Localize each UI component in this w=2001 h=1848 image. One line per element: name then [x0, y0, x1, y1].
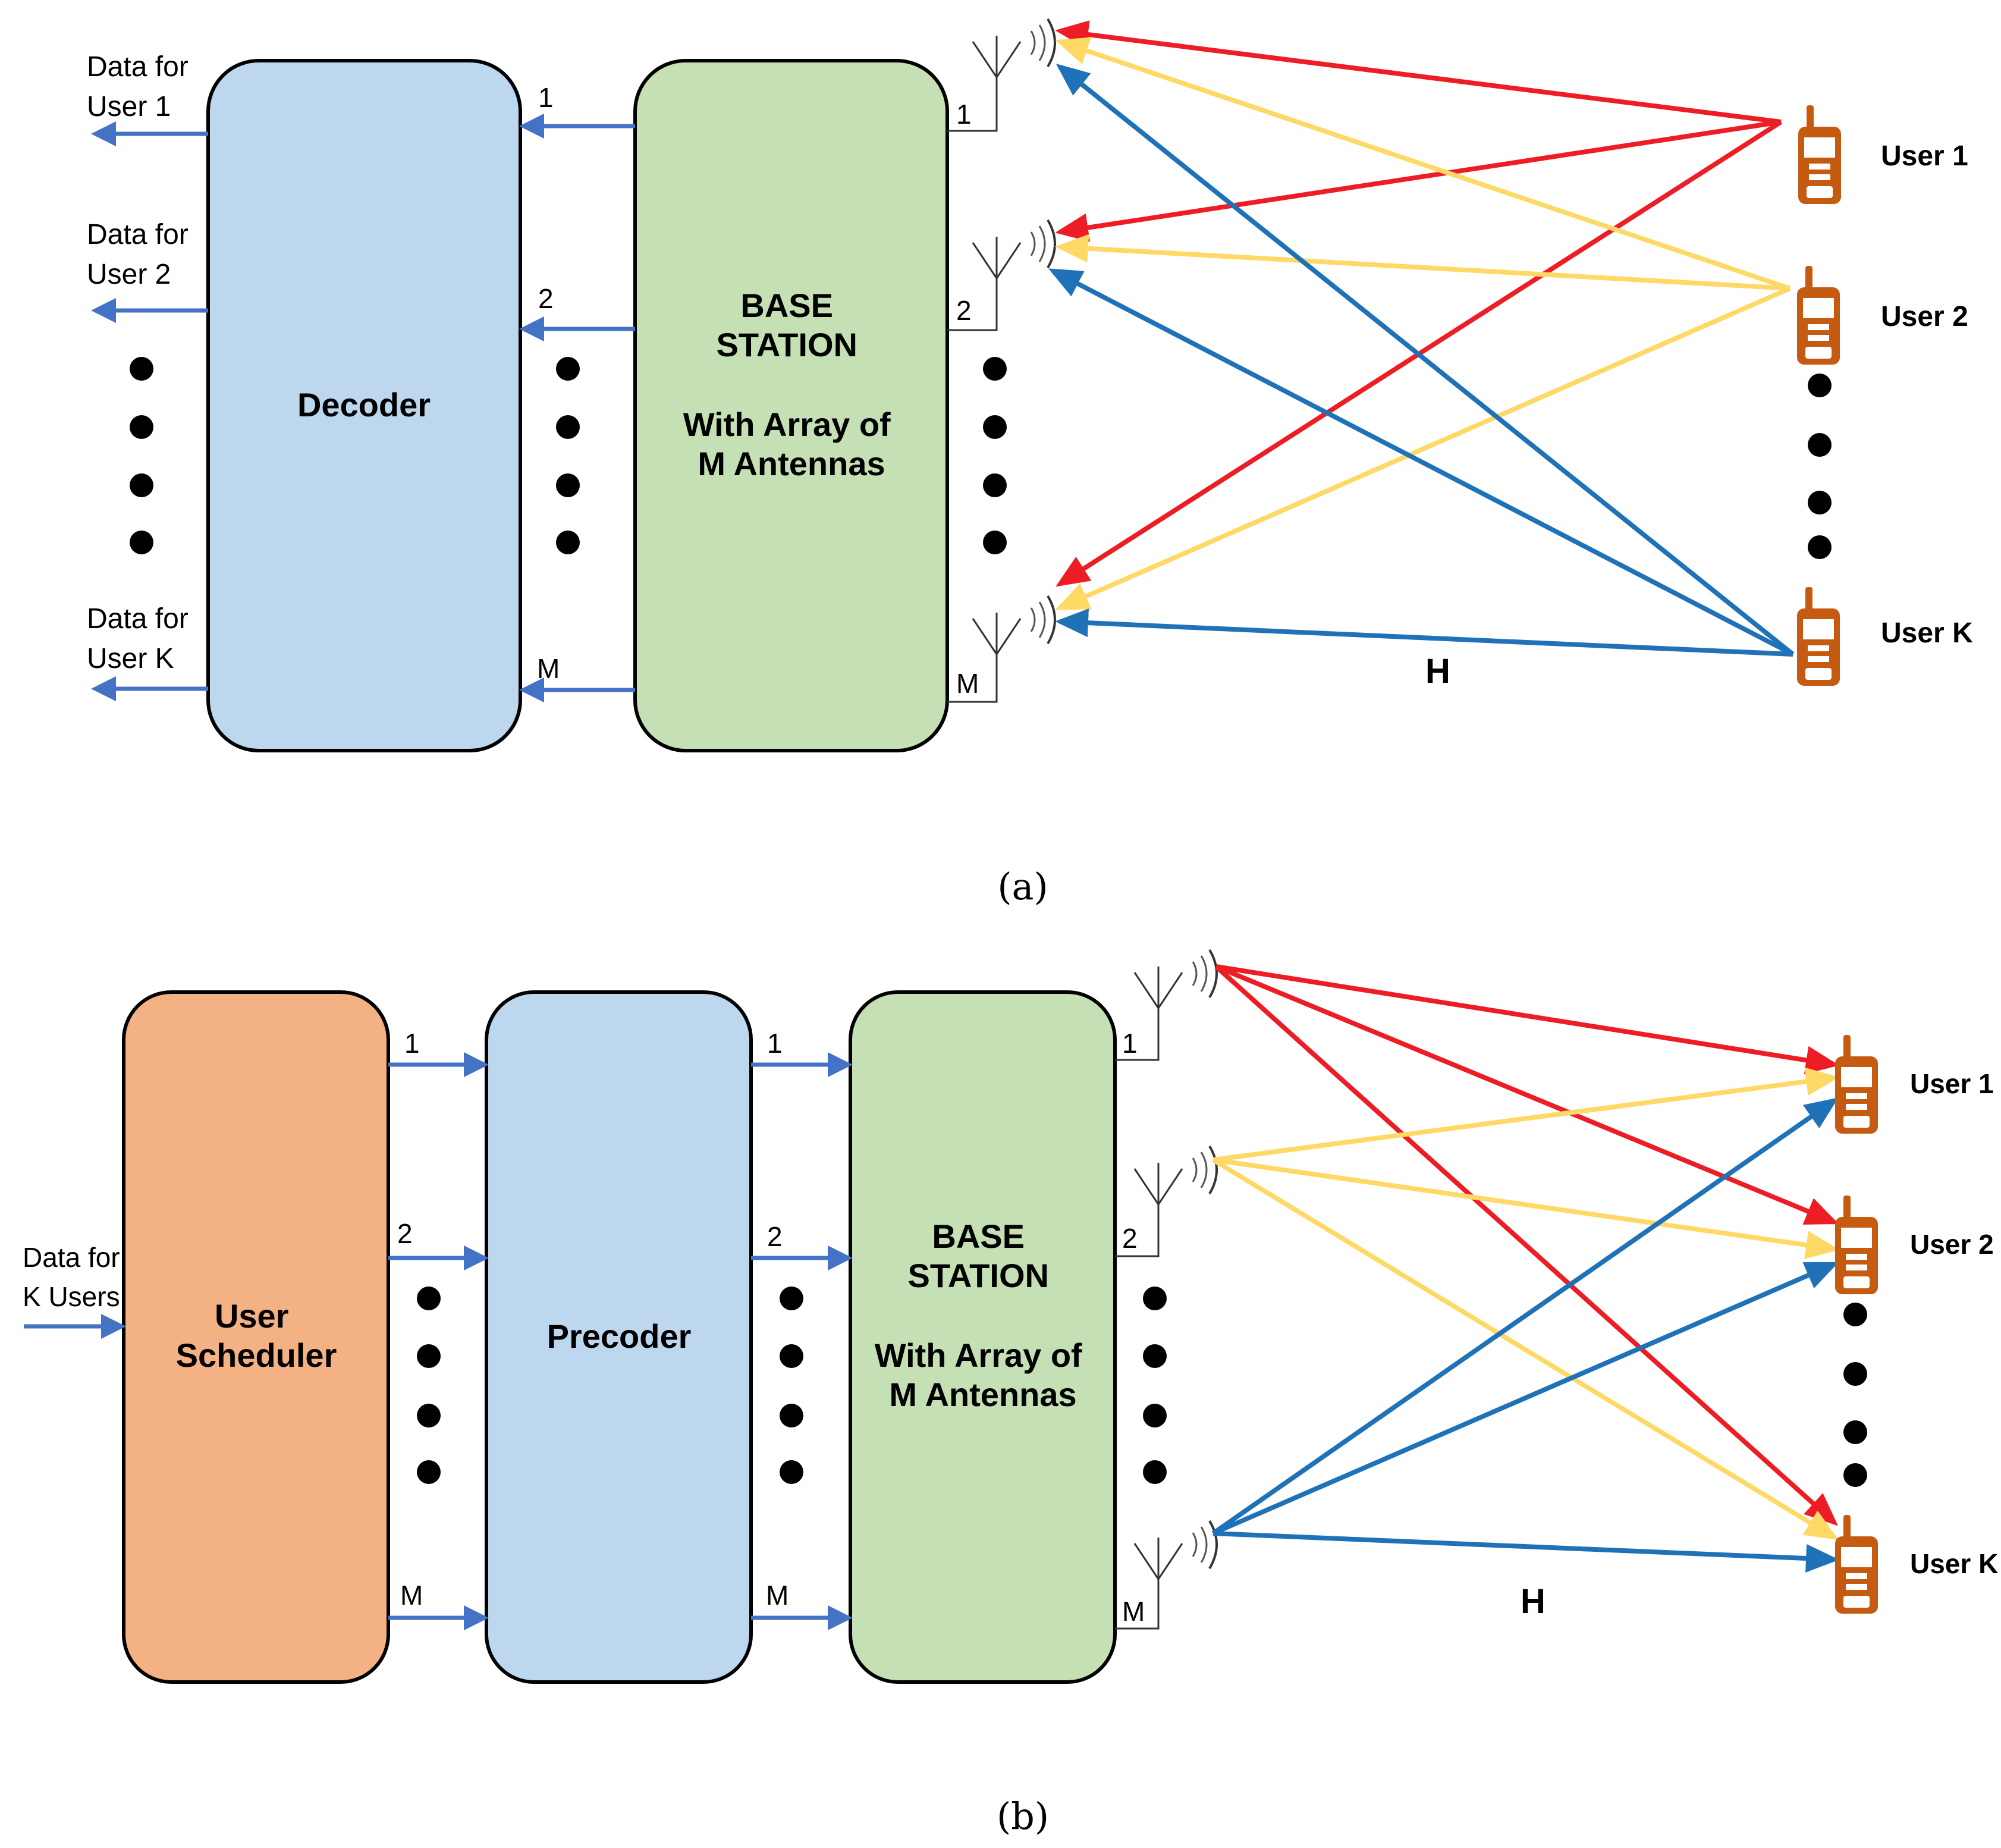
port-label-m: M [766, 1580, 789, 1611]
antenna-icon [972, 219, 1056, 303]
precoder-block [485, 990, 753, 1684]
antenna-wire-1 [947, 71, 998, 132]
data-label-user-k: Data for User K [87, 603, 196, 674]
user-label-2: User 2 [1910, 1229, 1994, 1260]
base-station-label-a: BASE STATION With Array of M Antennas [683, 287, 900, 482]
channel-label-b: H [1521, 1582, 1545, 1621]
antenna-icon [1133, 1520, 1218, 1604]
base-station-block-a [633, 59, 949, 752]
input-label: Data for K Users [23, 1242, 127, 1312]
data-label-user-1: Data for User 1 [87, 51, 196, 123]
antenna-label-m: M [956, 668, 979, 699]
channel-arrows-a [1048, 20, 1795, 657]
port-label-1: 1 [767, 1028, 783, 1059]
channel-arrows-b [1211, 964, 1839, 1573]
caption-b: (b) [997, 1794, 1049, 1838]
antenna-label-m: M [1122, 1596, 1145, 1627]
antenna-label-2: 2 [956, 295, 972, 326]
antenna-label-1: 1 [1122, 1028, 1138, 1059]
port-label-1: 1 [538, 82, 554, 113]
antenna-label-2: 2 [1122, 1223, 1138, 1254]
mobile-phone-icon [1835, 1035, 1878, 1134]
decoder-label: Decoder [297, 386, 431, 423]
port-label-2: 2 [397, 1218, 413, 1249]
diagram-a: Decoder BASE STATION With Array of M Ant… [87, 18, 1973, 908]
antenna-wire-2 [947, 274, 998, 331]
channel-label-a: H [1425, 652, 1450, 691]
precoder-label: Precoder [547, 1317, 692, 1355]
diagram-b: User Scheduler Precoder BASE STATION Wit… [23, 949, 1998, 1838]
user-label-k: User K [1881, 617, 1973, 649]
antenna-label-1: 1 [956, 99, 972, 130]
decoder-block [206, 59, 522, 752]
mobile-phone-icon [1798, 105, 1841, 204]
ellipsis-dots-b [417, 1287, 1867, 1487]
caption-a: (a) [997, 865, 1048, 908]
user-scheduler-label: User Scheduler [176, 1297, 337, 1374]
antenna-icon [1133, 1145, 1218, 1229]
data-label-user-2: Data for User 2 [87, 219, 196, 290]
mobile-phone-icon [1797, 266, 1840, 365]
user-label-1: User 1 [1881, 140, 1968, 172]
mobile-phone-icon [1835, 1515, 1878, 1614]
base-station-block-b [849, 990, 1117, 1684]
mobile-phone-icon [1835, 1196, 1878, 1294]
antenna-icon [1133, 949, 1218, 1033]
user-label-k: User K [1910, 1548, 1998, 1579]
antenna-icon [972, 595, 1056, 679]
user-label-2: User 2 [1881, 301, 1968, 332]
port-label-1: 1 [404, 1028, 420, 1059]
port-label-2: 2 [767, 1221, 783, 1252]
port-label-2: 2 [538, 283, 554, 314]
port-label-m: M [537, 653, 560, 684]
mobile-phone-icon [1797, 587, 1840, 686]
user-label-1: User 1 [1910, 1068, 1994, 1099]
ellipsis-dots-a [130, 357, 1832, 559]
base-station-label-b: BASE STATION With Array of M Antennas [875, 1218, 1092, 1413]
port-label-m: M [400, 1580, 423, 1611]
antenna-icon [972, 18, 1056, 102]
